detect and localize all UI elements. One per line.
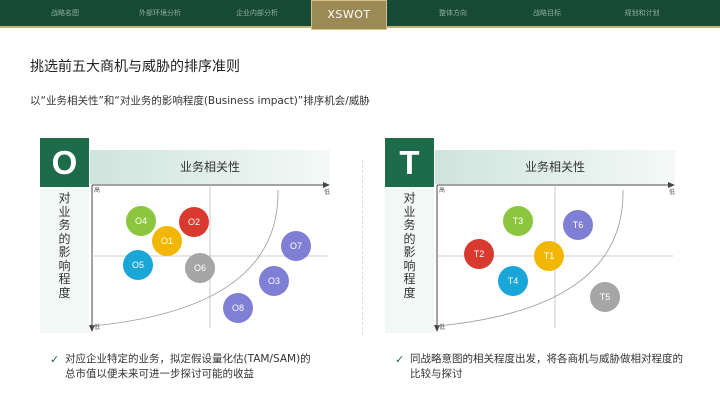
threat-matrix: 业务相关性 对业务的影响程度 T 高 低 低 T3 T6 T2 T1 T4 T5	[385, 138, 675, 333]
y-low-label: 低	[94, 324, 101, 331]
bubble-t4: T4	[498, 266, 528, 296]
bubble-o1: O1	[152, 226, 182, 256]
bubble-t5: T5	[590, 282, 620, 312]
x-axis-label: 业务相关性	[524, 160, 585, 174]
nav-tab-2[interactable]: 外部环境分析	[139, 9, 181, 17]
x-low-label: 低	[324, 189, 331, 196]
check-icon: ✓	[50, 353, 60, 366]
page-subtitle: 以“业务相关性”和“对业务的影响程度(Business impact)”排序机会…	[30, 95, 370, 107]
bubble-o2: O2	[179, 207, 209, 237]
bubble-t3: T3	[503, 206, 533, 236]
y-axis-header: 对业务的影响程度	[385, 188, 434, 333]
bubble-o6: O6	[185, 253, 215, 283]
opportunity-matrix: 业务相关性 对业务的影响程度 O 高 低 低 O4 O2 O1 O7 O5 O6…	[40, 138, 330, 333]
nav-tab-xswot[interactable]: XSWOT	[311, 0, 387, 30]
nav-tab-6[interactable]: 战略目标	[533, 9, 561, 17]
nav-tab-1[interactable]: 战略名图	[51, 9, 79, 17]
matrix-grid	[434, 182, 675, 332]
page-title: 挑选前五大商机与威胁的排序准则	[30, 59, 240, 75]
nav-tab-7[interactable]: 规划和计划	[624, 9, 660, 17]
center-divider	[362, 160, 363, 335]
threat-badge: T	[385, 138, 434, 187]
y-axis-label: 对业务的影响程度	[403, 191, 416, 300]
threat-note: ✓ 同战略意图的相关程度出发，将各商机与威胁做相对程度的比较与探讨	[395, 352, 685, 382]
opportunity-badge: O	[40, 138, 89, 187]
threat-note-text: 同战略意图的相关程度出发，将各商机与威胁做相对程度的比较与探讨	[410, 353, 683, 380]
x-axis-header: 业务相关性	[435, 150, 675, 184]
y-axis-label: 对业务的影响程度	[58, 191, 71, 300]
check-icon: ✓	[395, 353, 405, 366]
y-low-label: 低	[439, 324, 446, 331]
bubble-t1: T1	[534, 241, 564, 271]
x-axis-label: 业务相关性	[179, 160, 240, 174]
bubble-o5: O5	[123, 250, 153, 280]
bubble-t6: T6	[563, 210, 593, 240]
y-high-label: 高	[439, 187, 446, 194]
bubble-t2: T2	[464, 239, 494, 269]
nav-tab-3[interactable]: 企业内部分析	[236, 9, 278, 17]
bubble-o7: O7	[281, 231, 311, 261]
top-nav-bar: 战略名图 外部环境分析 企业内部分析 XSWOT 整体方向 战略目标 规划和计划	[0, 0, 720, 30]
y-high-label: 高	[94, 187, 101, 194]
bubble-o8: O8	[223, 293, 253, 323]
bubble-o4: O4	[126, 206, 156, 236]
y-axis-header: 对业务的影响程度	[40, 188, 89, 333]
x-low-label: 低	[669, 189, 676, 196]
nav-tab-5[interactable]: 整体方向	[439, 9, 467, 17]
x-axis-header: 业务相关性	[90, 150, 330, 184]
bubble-o3: O3	[259, 266, 289, 296]
opportunity-note-text: 对应企业特定的业务，拟定假设量化估(TAM/SAM)的总市值以便未来可进一步探讨…	[65, 353, 311, 380]
opportunity-note: ✓ 对应企业特定的业务，拟定假设量化估(TAM/SAM)的总市值以便未来可进一步…	[50, 352, 320, 382]
